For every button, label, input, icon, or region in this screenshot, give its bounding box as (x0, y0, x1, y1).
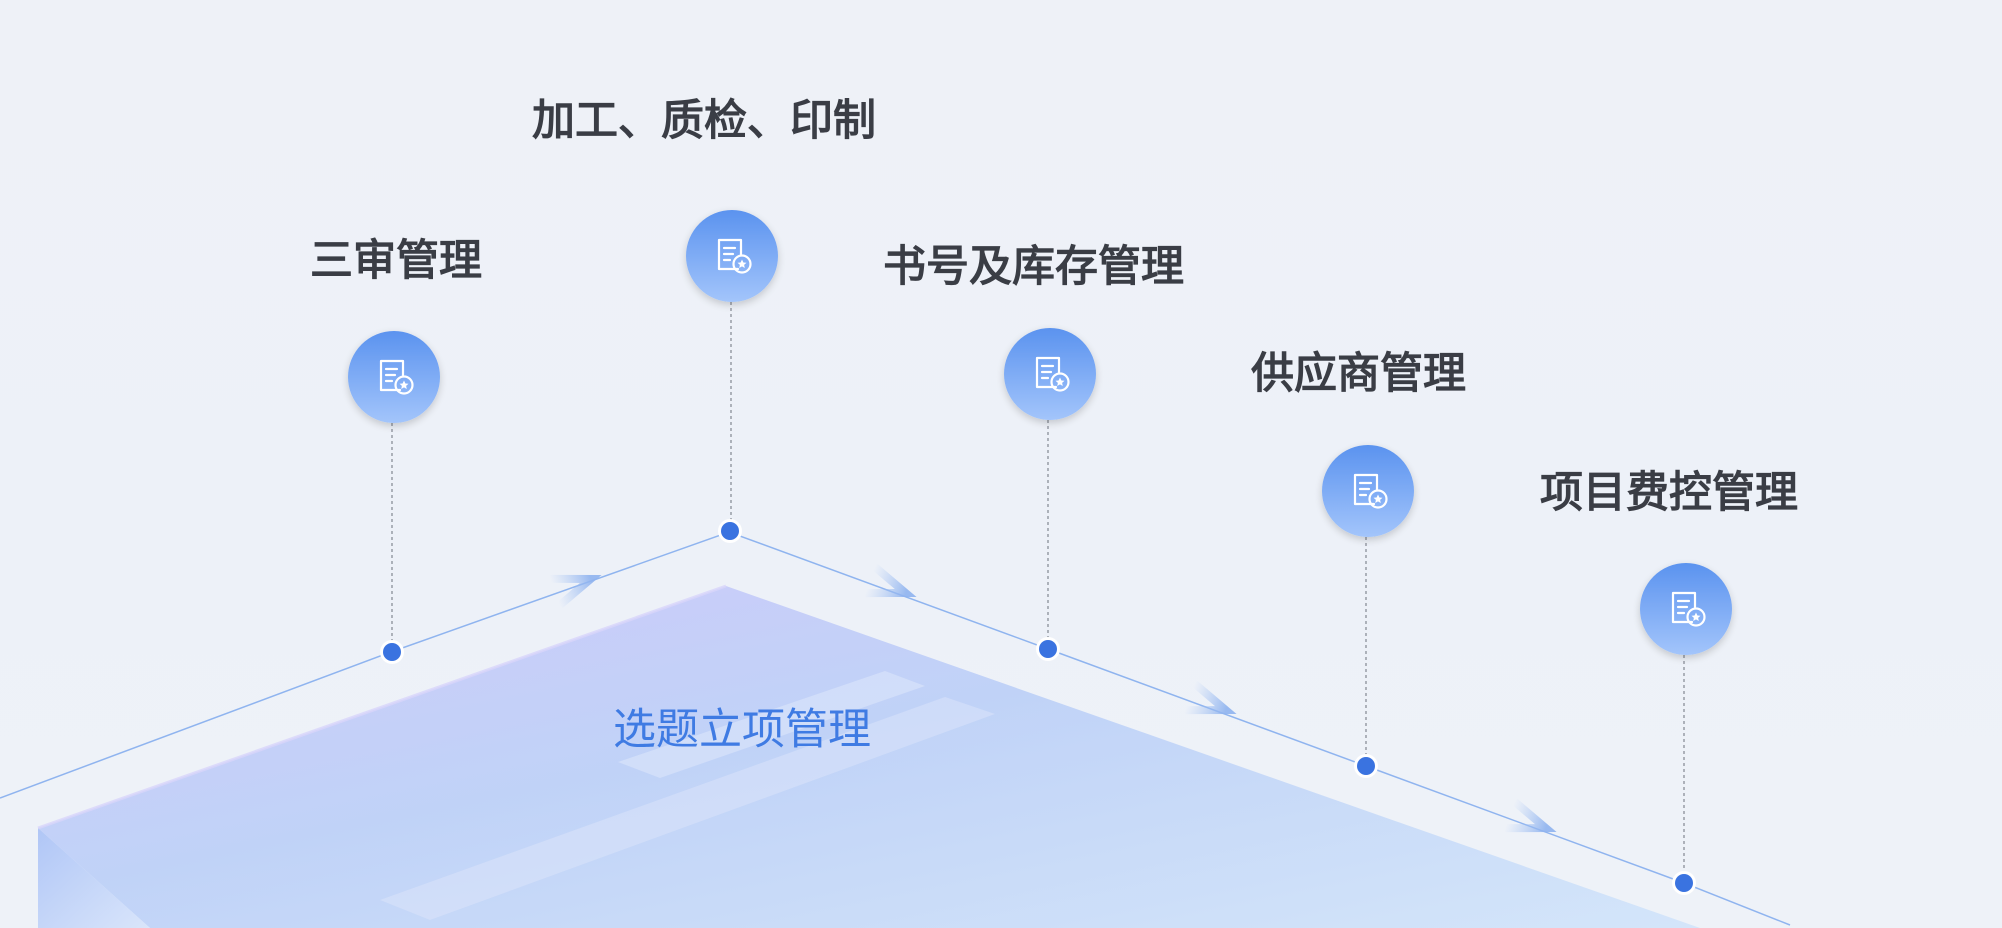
step-icon-1 (348, 331, 440, 423)
base-platform-label: 选题立项管理 (613, 706, 871, 754)
connectors (391, 302, 1685, 883)
path-node-3 (1036, 637, 1060, 661)
icon-badges (348, 210, 1732, 655)
step-title-2: 加工、质检、印制 (532, 97, 876, 145)
arrow-1 (550, 574, 602, 609)
path-node-2 (718, 519, 742, 543)
arrow-3 (1185, 680, 1237, 715)
arrow-4 (1505, 798, 1557, 833)
document-badge-icon (379, 359, 414, 395)
document-badge-icon (1035, 356, 1070, 392)
platform-strip-1 (618, 671, 925, 778)
path-node-1 (380, 640, 404, 664)
step-icon-2 (686, 210, 778, 302)
arrow-2 (865, 563, 917, 598)
document-badge-icon (717, 238, 752, 274)
platform-left-face (38, 828, 150, 928)
step-title-1: 三审管理 (310, 237, 482, 285)
path-node-4 (1354, 754, 1378, 778)
step-title-4: 供应商管理 (1251, 350, 1466, 398)
step-icon-4 (1322, 445, 1414, 537)
base-platform (37, 584, 1700, 928)
step-icon-3 (1004, 328, 1096, 420)
step-icon-5 (1640, 563, 1732, 655)
document-badge-icon (1353, 473, 1388, 509)
platform-strip-2 (380, 697, 995, 920)
path-node-5 (1672, 871, 1696, 895)
direction-arrows (550, 563, 1557, 833)
document-badge-icon (1671, 591, 1706, 627)
step-title-3: 书号及库存管理 (883, 243, 1184, 291)
path-nodes (380, 519, 1696, 895)
platform-top-face (38, 586, 1700, 928)
step-title-5: 项目费控管理 (1540, 469, 1798, 517)
